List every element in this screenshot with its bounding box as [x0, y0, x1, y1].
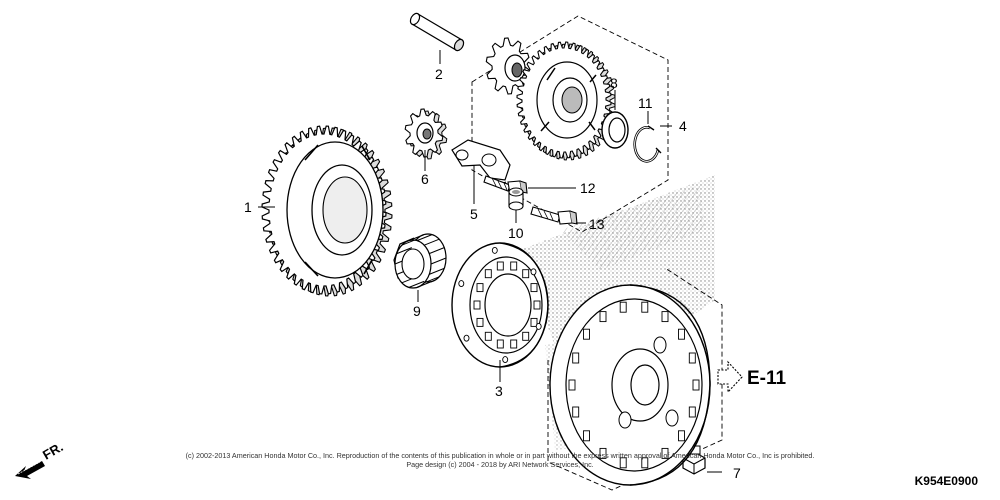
plate-part-5 — [451, 139, 511, 186]
reference-arrow-icon[interactable] — [717, 360, 743, 394]
diagram-code: K954E0900 — [914, 474, 978, 488]
callout-2: 2 — [435, 66, 443, 82]
bolt-part-7 — [682, 445, 706, 475]
dowel-part-10 — [508, 187, 524, 211]
washer-part-8 — [601, 111, 629, 149]
spur-gear-part-6 — [404, 108, 448, 160]
callout-4: 4 — [679, 118, 687, 134]
starter-driven-gear-part-1 — [261, 125, 393, 297]
pinion-gear-part-4 — [485, 37, 531, 95]
callout-13: 13 — [589, 216, 605, 232]
front-direction-arrow-icon: FR. — [15, 440, 66, 479]
reference-label-e11[interactable]: E-11 — [747, 368, 787, 389]
callout-5: 5 — [470, 206, 478, 222]
copyright-line-1: (c) 2002-2013 American Honda Motor Co., … — [185, 451, 815, 460]
snap-ring-part-11 — [633, 125, 662, 163]
callout-1: 1 — [244, 199, 252, 215]
clutch-outer-housing — [549, 284, 711, 486]
callout-10: 10 — [508, 225, 524, 241]
callout-3: 3 — [495, 383, 503, 399]
one-way-clutch-part-3 — [451, 242, 549, 368]
callout-7: 7 — [733, 465, 741, 481]
callout-8: 8 — [610, 75, 618, 91]
pin-part-2 — [409, 12, 465, 52]
reduction-gear-part-4 — [516, 41, 616, 161]
leader-lines — [258, 50, 722, 473]
needle-bearing-part-9 — [393, 233, 447, 289]
callout-11: 11 — [638, 95, 653, 111]
callout-9: 9 — [413, 303, 421, 319]
bolt-part-13 — [530, 206, 578, 225]
assembly-outline-4 — [471, 15, 669, 233]
copyright-line-2: Page design (c) 2004 - 2018 by ARI Netwo… — [406, 460, 594, 469]
callout-6: 6 — [421, 171, 429, 187]
callout-12: 12 — [580, 180, 596, 196]
